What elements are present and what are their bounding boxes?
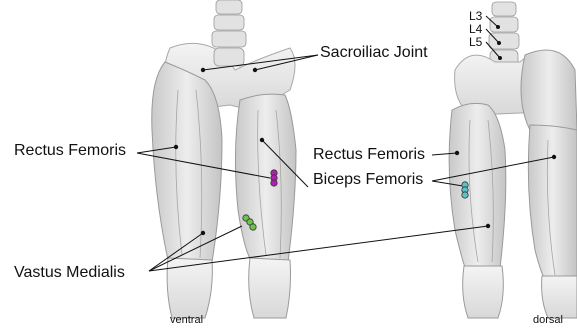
dot-rectus-ventral-right xyxy=(260,138,264,142)
ventral-figure xyxy=(152,0,296,318)
dot-sacroiliac-right xyxy=(253,68,257,72)
dot-l5 xyxy=(498,56,502,60)
dorsal-spine xyxy=(489,2,519,68)
dot-sacroiliac-left xyxy=(201,68,205,72)
rectus-electrode xyxy=(271,180,277,186)
ventral-spine xyxy=(212,0,246,66)
dot-biceps-dorsal xyxy=(552,155,556,159)
dorsal-lower-leg-left xyxy=(463,266,504,318)
dorsal-figure xyxy=(449,2,577,318)
dot-l3 xyxy=(496,25,500,29)
dorsal-gluteus xyxy=(521,50,577,135)
ventral-thigh-right xyxy=(235,94,296,262)
label-vastus-medialis: Vastus Medialis xyxy=(14,264,125,282)
label-ventral: ventral xyxy=(170,314,203,326)
biceps-electrodes xyxy=(462,182,468,198)
rectus-electrodes xyxy=(271,170,277,186)
label-biceps-femoris: Biceps Femoris xyxy=(313,171,423,189)
ventral-lower-leg-right xyxy=(249,258,291,318)
dot-l4 xyxy=(497,41,501,45)
dorsal-thigh-left xyxy=(449,103,506,270)
label-sacroiliac-joint: Sacroiliac Joint xyxy=(320,44,428,62)
vastus-electrode xyxy=(250,224,256,230)
dot-vastus-dorsal xyxy=(486,224,490,228)
dot-rectus-ventral-left xyxy=(174,145,178,149)
label-l3: L3 xyxy=(469,9,482,23)
label-rectus-femoris-ventral: Rectus Femoris xyxy=(14,142,126,160)
label-l4: L4 xyxy=(469,22,482,36)
label-l5: L5 xyxy=(469,35,482,49)
label-dorsal: dorsal xyxy=(533,314,563,326)
dot-vastus-ventral-left xyxy=(201,231,205,235)
label-rectus-femoris-dorsal: Rectus Femoris xyxy=(313,146,425,164)
dorsal-lower-leg-right xyxy=(542,276,577,318)
dot-rectus-dorsal xyxy=(455,151,459,155)
ventral-lower-leg-left xyxy=(167,258,212,318)
biceps-electrode xyxy=(462,192,468,198)
